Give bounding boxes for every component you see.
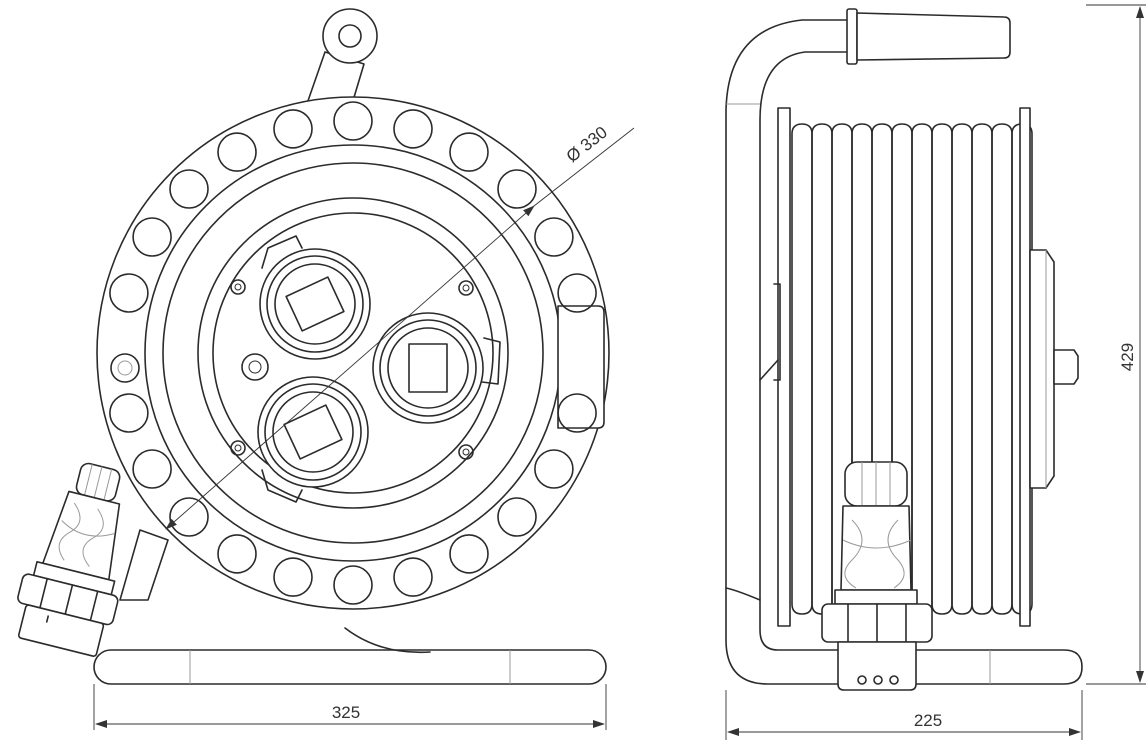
cable-coil [931,123,953,615]
flange-hole [217,132,257,172]
side-width-label: 225 [914,711,942,730]
cable-coil [991,123,1013,615]
cable-coil [971,123,993,615]
front-base [93,649,607,685]
flange-hole [557,273,597,313]
flange-knob [110,353,140,383]
front-plug [17,462,121,657]
diameter-label: Ø 330 [563,123,611,166]
cable-coil [1011,123,1033,615]
front-width-label: 325 [332,703,360,722]
front-cable [344,627,431,654]
flange-hole [273,557,313,597]
flange-hole [109,393,149,433]
flange-hole [449,132,489,172]
side-frame-tube [725,19,1083,685]
height-dimension [1086,4,1146,685]
side-right-flange [1019,107,1079,627]
flange-hole [333,101,373,141]
cable-drum [791,123,1033,615]
flange-hole [393,109,433,149]
height-label: 429 [1118,343,1137,371]
front-leg [119,529,169,601]
side-width-dimension [725,690,1083,740]
flange-hole [557,393,597,433]
front-view: Ø 330 325 [17,8,635,730]
cable-coil [791,123,813,615]
flange-hole [217,534,257,574]
side-left-flange [759,107,791,627]
flange-hole [109,273,149,313]
cable-coil [911,123,933,615]
cable-coil [811,123,833,615]
flange-hole [534,449,574,489]
front-width-dimension [93,684,607,730]
flange-hole [333,565,373,605]
flange-hole [273,109,313,149]
flange-hole [393,557,433,597]
cable-coil [951,123,973,615]
diameter-leader [165,127,635,530]
side-handle-grip [846,8,1011,65]
flange-hole [449,534,489,574]
flange-hole [534,217,574,257]
side-view: 429 225 [725,4,1146,740]
reel-flange [96,96,610,610]
side-plug [821,461,933,691]
